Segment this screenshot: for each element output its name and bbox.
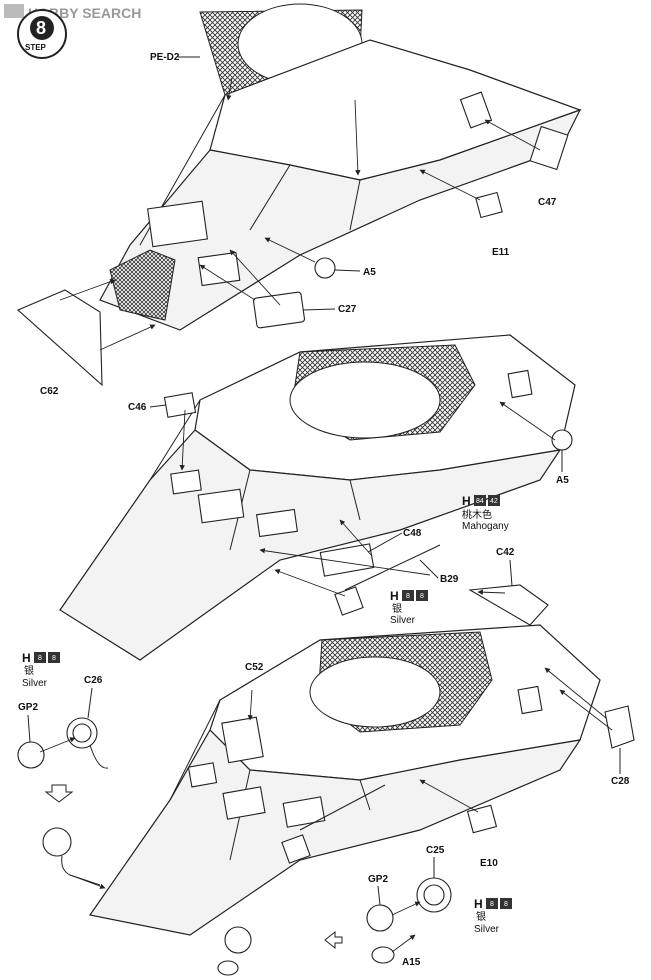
paint-silver-mid-cn: 银: [392, 602, 402, 615]
label-c46: C46: [128, 402, 147, 413]
paint-silver-bottom-code-1: 8: [490, 901, 494, 908]
part-c28: [604, 705, 635, 749]
bottom-hull-assembly: [17, 624, 635, 976]
label-a5-top: A5: [363, 267, 376, 278]
label-e10: E10: [480, 858, 498, 869]
paint-callout-silver-bottom: H 8 8 银 Silver: [474, 897, 512, 935]
part-b29: [344, 544, 441, 591]
paint-silver-bottom-cn: 银: [476, 910, 486, 923]
part-c27: [252, 291, 306, 329]
paint-silver-left-cn: 银: [24, 664, 34, 677]
part-gp2-bottom: [366, 904, 394, 932]
paint-silver-mid-prefix: H: [390, 589, 399, 603]
step-badge-icon: 8 STEP: [17, 9, 67, 59]
label-gp2-left: GP2: [18, 702, 38, 713]
label-c52: C52: [245, 662, 264, 673]
label-e11: E11: [492, 247, 510, 258]
part-c47: [529, 125, 569, 171]
paint-silver-left-en: Silver: [22, 678, 48, 689]
label-pe-d2: PE-D2: [150, 52, 180, 63]
label-c42: C42: [496, 547, 515, 558]
label-gp2-bottom: GP2: [368, 874, 388, 885]
paint-silver-bottom-en: Silver: [474, 924, 500, 935]
label-c26: C26: [84, 675, 103, 686]
label-c62: C62: [40, 386, 59, 397]
label-c48: C48: [403, 528, 422, 539]
paint-silver-left-prefix: H: [22, 651, 31, 665]
top-hull-assembly: [16, 3, 582, 387]
part-gp2-left: [17, 741, 45, 769]
part-a15: [371, 946, 395, 964]
label-c25: C25: [426, 845, 445, 856]
part-c52: [221, 716, 264, 764]
paint-silver-left-code-1: 8: [38, 655, 42, 662]
paint-mahogany-code-2: 42: [490, 498, 498, 505]
label-a5-mid: A5: [556, 475, 569, 486]
label-c47: C47: [538, 197, 557, 208]
paint-callout-mahogany: H 84 42 桃木色 Mahogany: [462, 494, 509, 532]
part-c46: [163, 392, 197, 418]
paint-silver-mid-en: Silver: [390, 615, 416, 626]
part-a5-top: [314, 257, 336, 279]
paint-callout-silver-mid: H 8 8 银 Silver: [390, 589, 428, 626]
label-b29: B29: [440, 574, 459, 585]
part-c42: [468, 584, 549, 626]
paint-silver-bottom-code-2: 8: [504, 901, 508, 908]
paint-silver-left-code-2: 8: [52, 655, 56, 662]
paint-silver-mid-code-2: 8: [420, 593, 424, 600]
paint-mahogany-en: Mahogany: [462, 521, 509, 532]
step-label: STEP: [25, 43, 47, 52]
step-number: 8: [36, 18, 46, 38]
left-arrow-icon: [324, 930, 343, 950]
label-c28: C28: [611, 776, 630, 787]
middle-hull-assembly: [59, 334, 576, 661]
paint-silver-bottom-prefix: H: [474, 897, 483, 911]
paint-mahogany-prefix: H: [462, 494, 471, 508]
part-e10: [466, 804, 498, 834]
part-e11: [475, 191, 503, 219]
label-a15: A15: [402, 957, 421, 968]
paint-mahogany-cn: 桃木色: [462, 508, 492, 521]
down-arrow-icon: [44, 784, 74, 803]
paint-silver-mid-code-1: 8: [406, 593, 410, 600]
front-grille: [109, 249, 176, 321]
paint-mahogany-code-1: 84: [476, 498, 484, 505]
paint-callout-silver-left: H 8 8 银 Silver: [22, 651, 60, 689]
part-c62: [16, 289, 103, 387]
label-c27: C27: [338, 304, 357, 315]
